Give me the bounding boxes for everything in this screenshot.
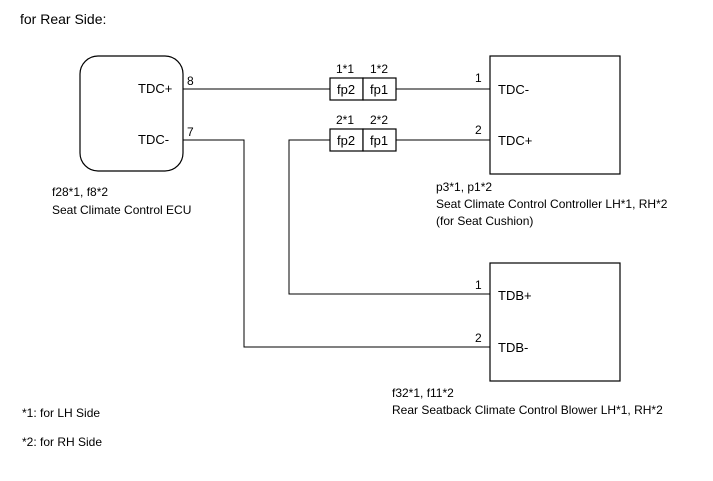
connector-bottom-right-label: fp1 (370, 133, 388, 148)
junction-connector-bottom: 2*1 2*2 fp2 fp1 (329, 113, 397, 152)
controller-note: (for Seat Cushion) (436, 214, 533, 228)
connector-top-right-pin: 1*2 (370, 62, 388, 76)
footnote-lh: *1: for LH Side (22, 406, 100, 420)
connector-bottom-left-label: fp2 (337, 133, 355, 148)
blower-code: f32*1, f11*2 (392, 386, 454, 400)
controller-name: Seat Climate Control Controller LH*1, RH… (436, 197, 668, 211)
connector-bottom-right-pin: 2*2 (370, 113, 388, 127)
ecu-pin-number-7: 7 (187, 125, 194, 139)
diagram-title: for Rear Side: (20, 11, 106, 27)
connector-top-right-label: fp1 (370, 82, 388, 97)
controller-component: 1 2 TDC- TDC+ p3*1, p1*2 Seat Climate Co… (436, 55, 668, 228)
ecu-component: TDC+ TDC- 8 7 f28*1, f8*2 Seat Climate C… (52, 55, 194, 217)
blower-pin-label-tdb-minus: TDB- (498, 340, 528, 355)
controller-code: p3*1, p1*2 (436, 180, 492, 194)
ecu-pin-number-8: 8 (187, 74, 194, 88)
footnote-rh: *2: for RH Side (22, 435, 102, 449)
blower-box (489, 262, 621, 382)
ecu-code: f28*1, f8*2 (52, 185, 108, 199)
connector-top-left-label: fp2 (337, 82, 355, 97)
connector-bottom-right-cell (362, 128, 397, 152)
wire-tdc-minus-ecu-to-tdb-minus (183, 139, 490, 348)
controller-pin-number-2: 2 (475, 123, 482, 137)
blower-pin-number-2: 2 (475, 331, 482, 345)
ecu-pin-label-tdc-minus: TDC- (138, 132, 169, 147)
connector-top-right-cell (362, 77, 397, 101)
wires (183, 88, 490, 348)
blower-pin-number-1: 1 (475, 278, 482, 292)
controller-pin-number-1: 1 (475, 71, 482, 85)
wire-connector-to-tdb-plus (288, 139, 490, 295)
controller-pin-label-tdc-minus: TDC- (498, 82, 529, 97)
blower-pin-label-tdb-plus: TDB+ (498, 288, 532, 303)
ecu-box (79, 55, 184, 172)
junction-connector-top: 1*1 1*2 fp2 fp1 (329, 62, 397, 101)
connector-bottom-left-pin: 2*1 (336, 113, 354, 127)
blower-name: Rear Seatback Climate Control Blower LH*… (392, 403, 663, 417)
ecu-name: Seat Climate Control ECU (52, 203, 191, 217)
connector-top-left-pin: 1*1 (336, 62, 354, 76)
blower-component: 1 2 TDB+ TDB- f32*1, f11*2 Rear Seatback… (392, 262, 663, 417)
controller-pin-label-tdc-plus: TDC+ (498, 133, 532, 148)
ecu-pin-label-tdc-plus: TDC+ (138, 81, 172, 96)
controller-box (489, 55, 621, 175)
